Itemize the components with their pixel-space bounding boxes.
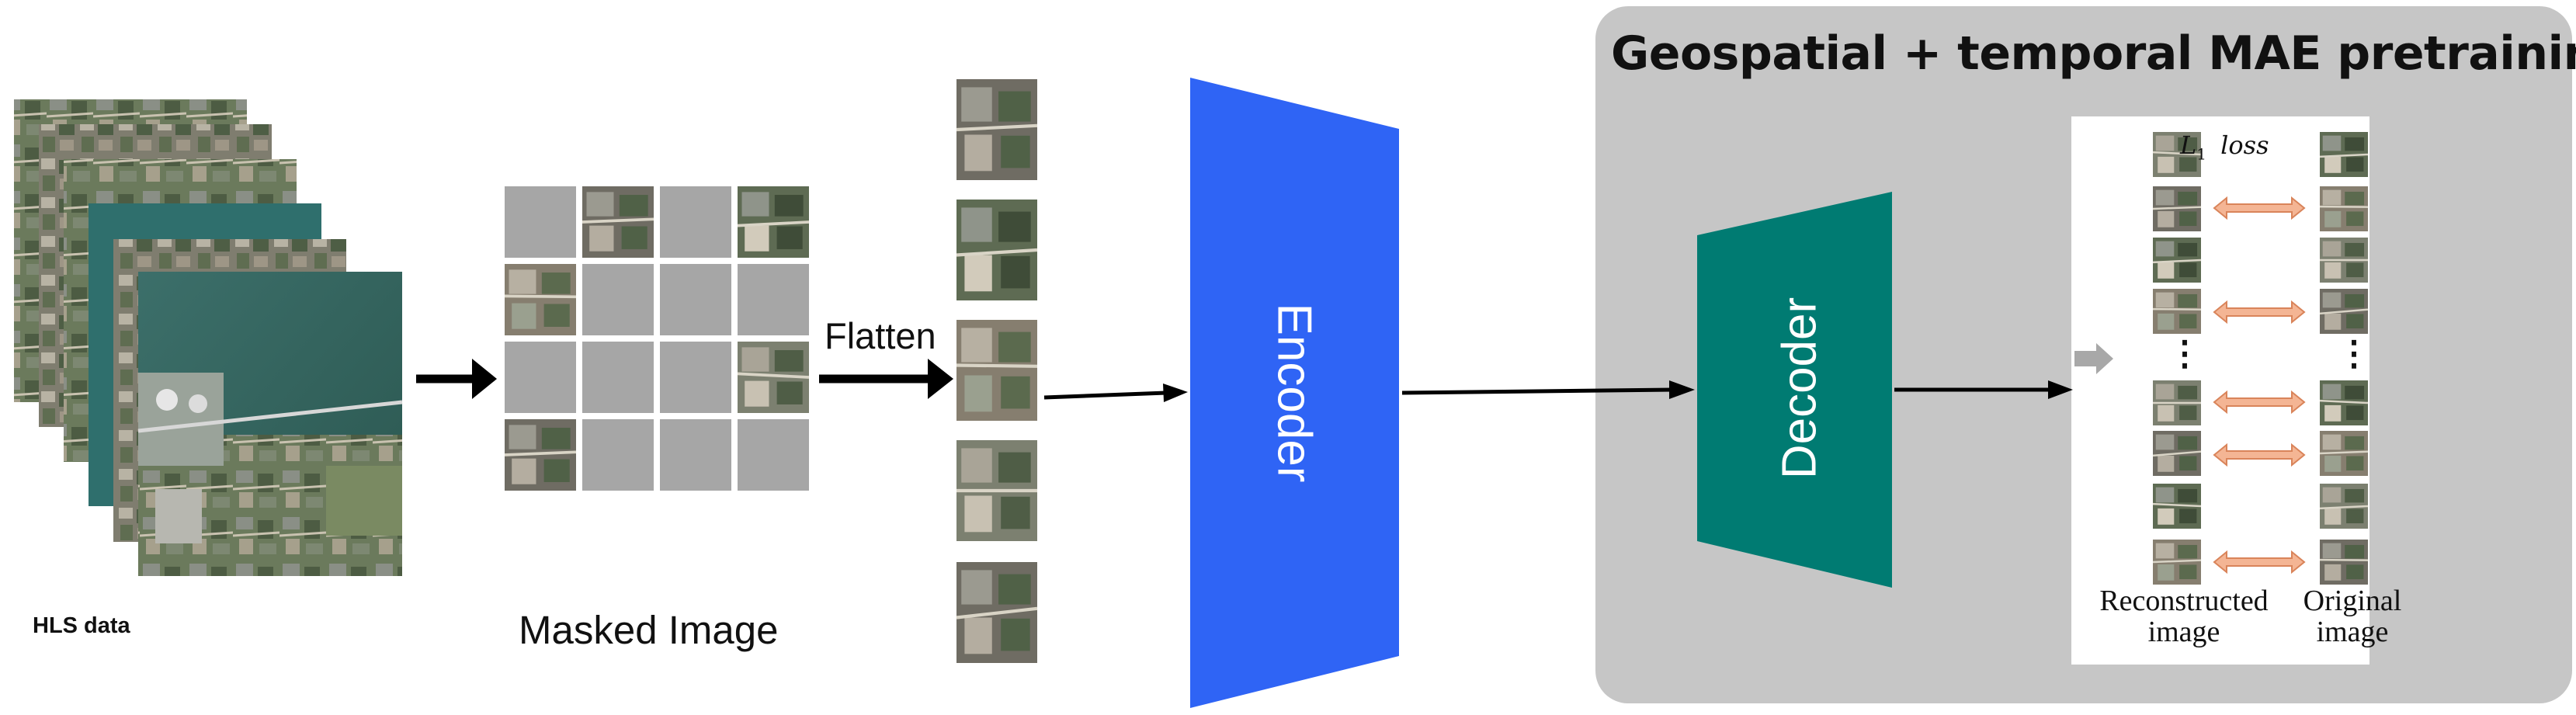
reconstructed-tile-6 [2152, 431, 2202, 476]
masked-patch-r0c0 [505, 186, 576, 258]
original-tile-5 [2319, 380, 2369, 425]
reconstructed-tile-5 [2153, 380, 2201, 425]
hls-label: HLS data [33, 613, 130, 638]
loss-double-arrow-5 [2213, 550, 2306, 574]
flattened-patch-4 [956, 440, 1037, 541]
visible-patch-r3c0 [504, 419, 577, 491]
masked-patch-r1c1 [582, 264, 654, 335]
reconstructed-tile-2 [2152, 186, 2202, 231]
reconstructed-tile-7 [2152, 484, 2202, 529]
reconstructed-tile-1 [2152, 132, 2202, 177]
reconstructed-label-line1: Reconstructed [2099, 585, 2269, 617]
ellipsis-left: ⋮ [2168, 335, 2202, 373]
decoder-label: Decoder [1772, 297, 1827, 480]
hls-stack [14, 99, 403, 576]
masked-patch-r2c0 [505, 342, 576, 413]
original-tile-3 [2320, 238, 2368, 283]
masked-patch-r1c3 [738, 264, 809, 335]
loss-arrows [2213, 196, 2306, 574]
flatten-label: Flatten [825, 315, 936, 356]
masked-patch-r3c2 [660, 419, 731, 491]
arrow-encoder-to-decoder [1401, 380, 1695, 399]
ellipsis-right: ⋮ [2337, 335, 2371, 373]
loss-word: loss [2220, 130, 2269, 160]
masked-patch-r0c2 [660, 186, 731, 258]
visible-patch-r1c0 [504, 264, 577, 335]
flattened-patch-2 [956, 200, 1038, 300]
loss-double-arrow-1 [2213, 196, 2306, 220]
original-tile-1 [2319, 132, 2369, 177]
original-label: Original image [2286, 585, 2418, 647]
loss-symbol: L [2180, 130, 2197, 160]
arrow-to-encoder [1043, 384, 1188, 402]
masked-patch-r2c2 [660, 342, 731, 413]
original-tile-8 [2319, 540, 2369, 585]
reconstructed-tile-4 [2152, 289, 2202, 334]
loss-double-arrow-4 [2213, 443, 2306, 467]
original-tile-7 [2319, 484, 2369, 529]
masked-patch-r3c1 [582, 419, 654, 491]
loss-label: L1 loss [2180, 130, 2269, 163]
encoder-shape [1190, 78, 1399, 708]
loss-subscript: 1 [2196, 144, 2206, 164]
arrow-hls-to-masked [416, 359, 497, 399]
loss-double-arrow-3 [2213, 390, 2306, 415]
flattened-patch-5 [956, 562, 1038, 663]
loss-double-arrow-2 [2213, 300, 2306, 325]
arrow-flatten [819, 359, 953, 399]
reconstructed-tile-8 [2152, 540, 2202, 585]
result-columns [2152, 132, 2369, 585]
pretraining-title: Geospatial + temporal MAE pretraining [1611, 26, 2576, 81]
encoder-label: Encoder [1267, 303, 1321, 483]
flattened-patch-3 [956, 320, 1038, 421]
original-label-line2: image [2316, 616, 2389, 648]
reconstructed-label: Reconstructed image [2087, 585, 2281, 647]
reconstructed-tile-3 [2152, 238, 2202, 283]
original-tile-6 [2319, 431, 2369, 476]
decoder-shape [1697, 192, 1892, 588]
flattened-patch-1 [956, 79, 1038, 180]
visible-patch-r0c3 [737, 186, 810, 258]
masked-patch-r3c3 [738, 419, 809, 491]
visible-patch-r2c3 [737, 342, 810, 413]
original-tile-2 [2319, 186, 2369, 231]
masked-patch-r2c1 [582, 342, 654, 413]
gray-input-arrow [2074, 343, 2113, 374]
hls-layer-front [137, 272, 403, 576]
original-label-line1: Original [2303, 585, 2402, 617]
flattened-patches [956, 79, 1038, 663]
arrow-decoder-to-result [1894, 380, 2073, 399]
original-tile-4 [2319, 289, 2369, 334]
visible-patch-r0c1 [582, 186, 654, 258]
masked-patch-r1c2 [660, 264, 731, 335]
masked-image-label: Masked Image [519, 608, 779, 652]
reconstructed-label-line2: image [2147, 616, 2220, 648]
masked-image-grid [504, 186, 810, 491]
